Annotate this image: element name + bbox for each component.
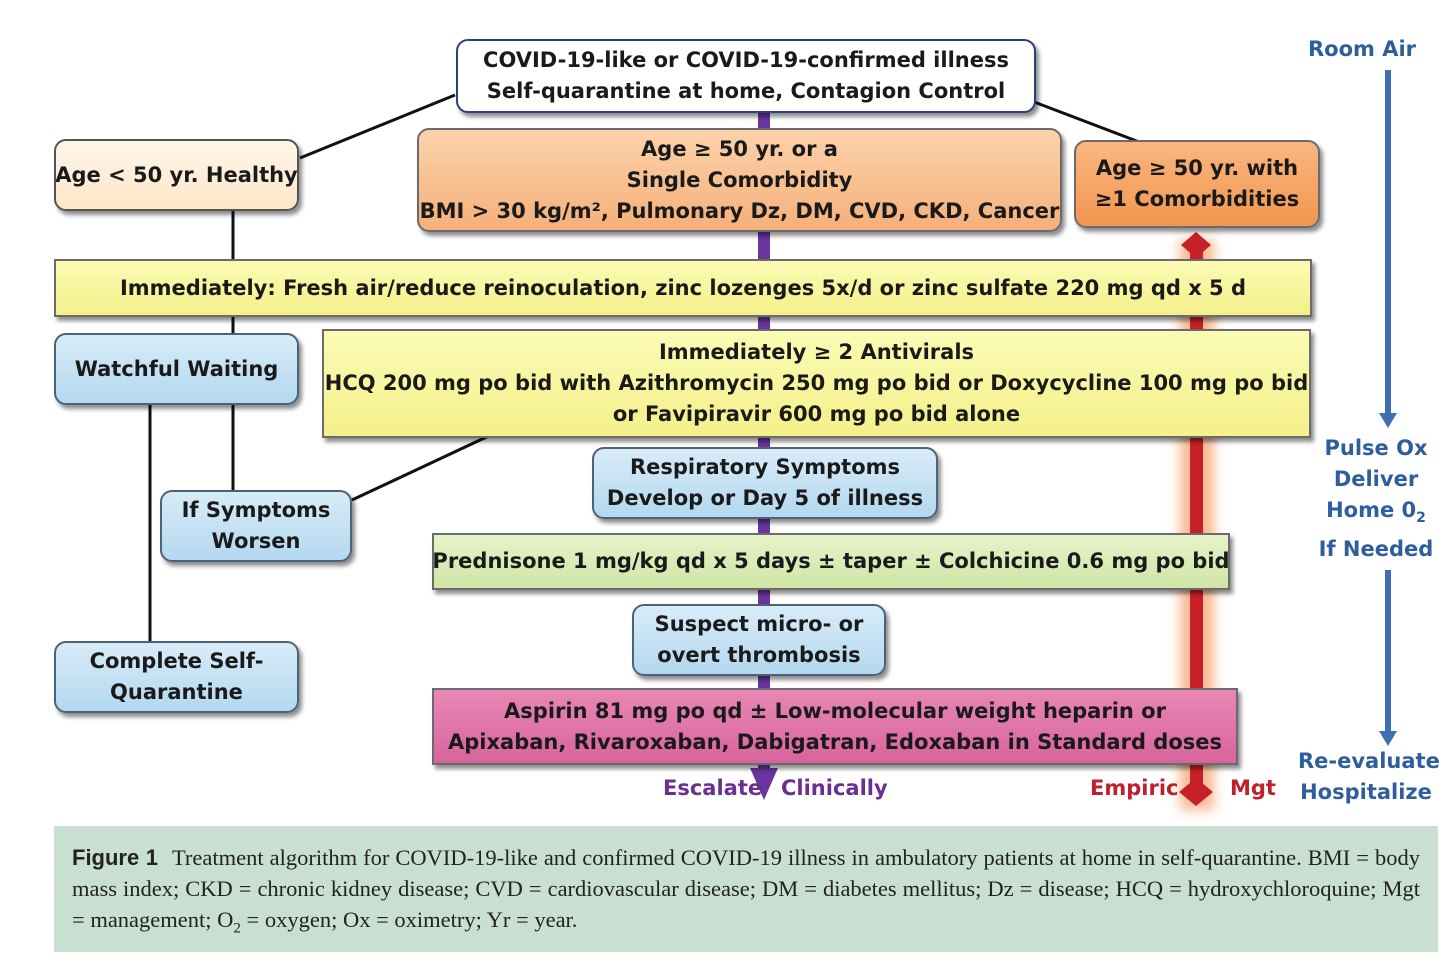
pulse-ox-arrow-shaft <box>1385 570 1391 733</box>
age-lt50-label: Age < 50 yr. Healthy <box>55 162 298 187</box>
age-ge50-single-box: Age ≥ 50 yr. or a Single Comorbidity BMI… <box>417 128 1062 232</box>
illness-box: COVID-19-like or COVID-19-confirmed illn… <box>456 39 1036 113</box>
antivirals-line-3: or Favipiravir 600 mg po bid alone <box>612 402 1021 426</box>
antivirals-box: Immediately ≥ 2 Antivirals HCQ 200 mg po… <box>322 329 1311 438</box>
illness-line-2: Self-quarantine at home, Contagion Contr… <box>486 79 1006 103</box>
pulse-ox-line-2: Deliver <box>1333 467 1419 491</box>
prednisone-label: Prednisone 1 mg/kg qd x 5 days ± taper ±… <box>432 549 1230 573</box>
empiric-label: Empiric <box>1090 776 1179 800</box>
pulse-ox-label: Pulse Ox Deliver Home 02 If Needed <box>1310 433 1442 565</box>
if-worsen-line-1: If Symptoms <box>181 498 331 522</box>
room-air-label: Room Air <box>1308 37 1417 61</box>
home-o-subscript: 2 <box>1416 510 1426 527</box>
respiratory-line-2: Develop or Day 5 of illness <box>606 486 924 510</box>
anticoag-line-2: Apixaban, Rivaroxaban, Dabigatran, Edoxa… <box>448 729 1222 754</box>
antivirals-line-1: Immediately ≥ 2 Antivirals <box>658 340 975 364</box>
anticoag-box: Aspirin 81 mg po qd ± Low-molecular weig… <box>432 688 1238 765</box>
home-o-text: Home 0 <box>1326 498 1417 522</box>
prednisone-box: Prednisone 1 mg/kg qd x 5 days ± taper ±… <box>432 533 1230 590</box>
age-ge50-multi-box: Age ≥ 50 yr. with ≥1 Comorbidities <box>1074 140 1320 228</box>
pulse-ox-arrow-head <box>1379 731 1397 746</box>
illness-line-1: COVID-19-like or COVID-19-confirmed illn… <box>483 48 1009 72</box>
escalate-arrow-head <box>750 768 778 800</box>
reevaluate-label: Re-evaluate Hospitalize <box>1298 746 1440 808</box>
reevaluate-line-2: Hospitalize <box>1300 780 1432 804</box>
empiric-arrow-bottom-diamond <box>1179 778 1213 806</box>
caption-text: Treatment algorithm for COVID-19-like an… <box>72 845 1420 932</box>
connector-top-to-age-lt50 <box>299 93 456 160</box>
complete-quarantine-box: Complete Self- Quarantine <box>54 641 299 713</box>
immediately-bar: Immediately: Fresh air/reduce reinoculat… <box>54 259 1312 317</box>
antivirals-line-2: HCQ 200 mg po bid with Azithromycin 250 … <box>324 371 1309 395</box>
if-worsen-box: If Symptoms Worsen <box>160 490 352 562</box>
age-lt50-box: Age < 50 yr. Healthy <box>54 139 299 211</box>
escalate-label: Escalate <box>663 776 763 800</box>
age-ge50-multi-line-2: ≥1 Comorbidities <box>1094 187 1300 211</box>
respiratory-line-1: Respiratory Symptoms <box>629 455 901 479</box>
caption-text-end: = oxygen; Ox = oximetry; Yr = year. <box>240 907 578 932</box>
age-ge50-multi-line-1: Age ≥ 50 yr. with <box>1095 156 1299 180</box>
thrombosis-line-2: overt thrombosis <box>657 643 861 667</box>
age-ge50-single-line-3: BMI > 30 kg/m², Pulmonary Dz, DM, CVD, C… <box>419 198 1060 223</box>
room-air-arrow-head <box>1379 413 1397 428</box>
respiratory-box: Respiratory Symptoms Develop or Day 5 of… <box>592 447 938 519</box>
age-ge50-single-line-2: Single Comorbidity <box>626 167 853 192</box>
watchful-waiting-label: Watchful Waiting <box>74 356 279 381</box>
age-ge50-single-line-1: Age ≥ 50 yr. or a <box>641 136 838 161</box>
caption-subscript: 2 <box>233 920 241 937</box>
empiric-arrow-top-diamond <box>1181 232 1211 258</box>
complete-quarantine-line-2: Quarantine <box>110 680 243 704</box>
immediately-bar-text: Immediately: Fresh air/reduce reinoculat… <box>119 275 1247 300</box>
anticoag-line-1: Aspirin 81 mg po qd ± Low-molecular weig… <box>504 698 1166 723</box>
figure-label: Figure 1 <box>72 845 158 870</box>
clinically-label: Clinically <box>781 776 888 800</box>
watchful-waiting-box: Watchful Waiting <box>54 333 299 405</box>
thrombosis-box: Suspect micro- or overt thrombosis <box>632 604 886 676</box>
thrombosis-line-1: Suspect micro- or <box>654 612 864 636</box>
reevaluate-line-1: Re-evaluate <box>1298 749 1440 773</box>
pulse-ox-line-3: Home 02 <box>1310 495 1442 534</box>
pulse-ox-line-1: Pulse Ox <box>1324 436 1428 460</box>
pulse-ox-line-4: If Needed <box>1318 537 1434 562</box>
mgt-label: Mgt <box>1230 776 1276 800</box>
complete-quarantine-line-1: Complete Self- <box>89 649 264 673</box>
if-worsen-line-2: Worsen <box>211 529 301 553</box>
room-air-arrow-shaft <box>1385 70 1391 415</box>
